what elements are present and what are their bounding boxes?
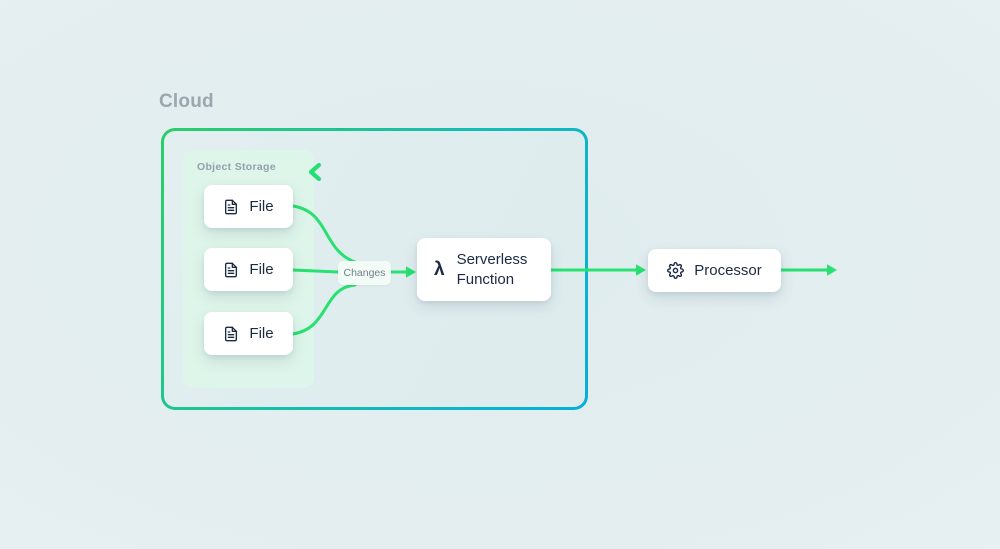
- object-storage-label: Object Storage: [197, 161, 276, 173]
- node-file-2[interactable]: File: [204, 248, 293, 291]
- edge-label-changes[interactable]: Changes: [338, 261, 391, 285]
- file-text-icon: [225, 326, 238, 341]
- node-file-label: File: [249, 261, 274, 278]
- node-file-3[interactable]: File: [204, 312, 293, 355]
- node-processor[interactable]: Processor: [648, 249, 781, 292]
- arrowhead-processor: [636, 264, 646, 276]
- node-serverless-label: Serverless Function: [456, 251, 528, 288]
- file-text-icon: [225, 199, 238, 214]
- lambda-icon: λ: [434, 258, 445, 280]
- gear-icon: [667, 262, 685, 279]
- node-file-label: File: [249, 198, 274, 215]
- node-file-1[interactable]: File: [204, 185, 293, 228]
- cloud-title: Cloud: [159, 91, 214, 112]
- file-text-icon: [225, 262, 238, 277]
- arrowhead-out: [827, 264, 837, 276]
- node-processor-label: Processor: [694, 262, 762, 279]
- node-serverless-function[interactable]: λ Serverless Function: [417, 238, 551, 301]
- chevron-left-icon[interactable]: [306, 161, 324, 183]
- node-file-label: File: [249, 325, 274, 342]
